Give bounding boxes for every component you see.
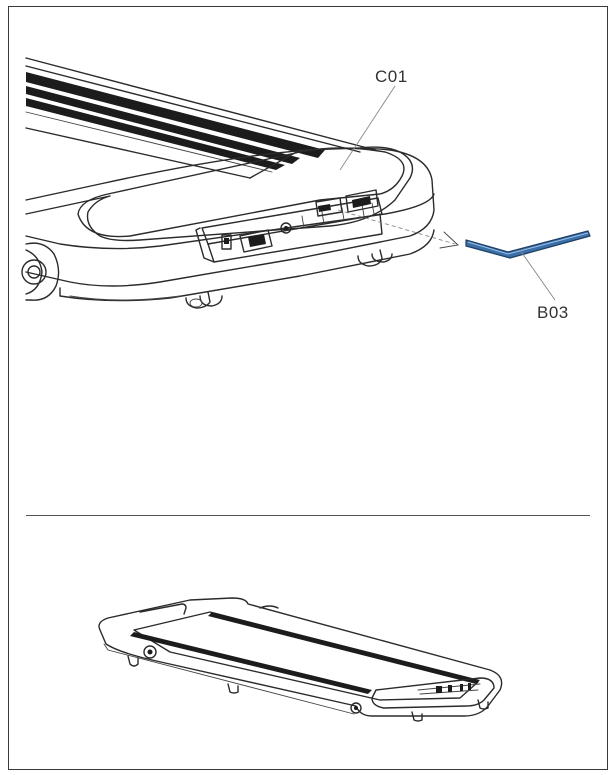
belt-rails xyxy=(25,57,376,179)
front-roller xyxy=(21,242,60,301)
feet xyxy=(185,249,393,309)
leader-b03 xyxy=(519,249,556,301)
callout-c01: C01 xyxy=(375,67,408,86)
closeup-diagram: C01 B03 xyxy=(21,57,591,322)
allen-wrench xyxy=(465,230,591,259)
top-cover xyxy=(77,147,405,238)
treadmill-overview xyxy=(98,597,503,722)
breaker-icon xyxy=(280,222,292,234)
wrench-icon xyxy=(465,230,591,259)
callout-b03: B03 xyxy=(537,303,569,322)
power-socket xyxy=(239,229,273,253)
insertion-arrow xyxy=(337,209,459,249)
leader-c01 xyxy=(339,85,396,171)
motor-housing xyxy=(25,146,435,302)
power-switch xyxy=(221,234,232,250)
control-panel xyxy=(195,189,383,263)
page-frame xyxy=(8,6,608,770)
section-divider xyxy=(26,515,590,516)
